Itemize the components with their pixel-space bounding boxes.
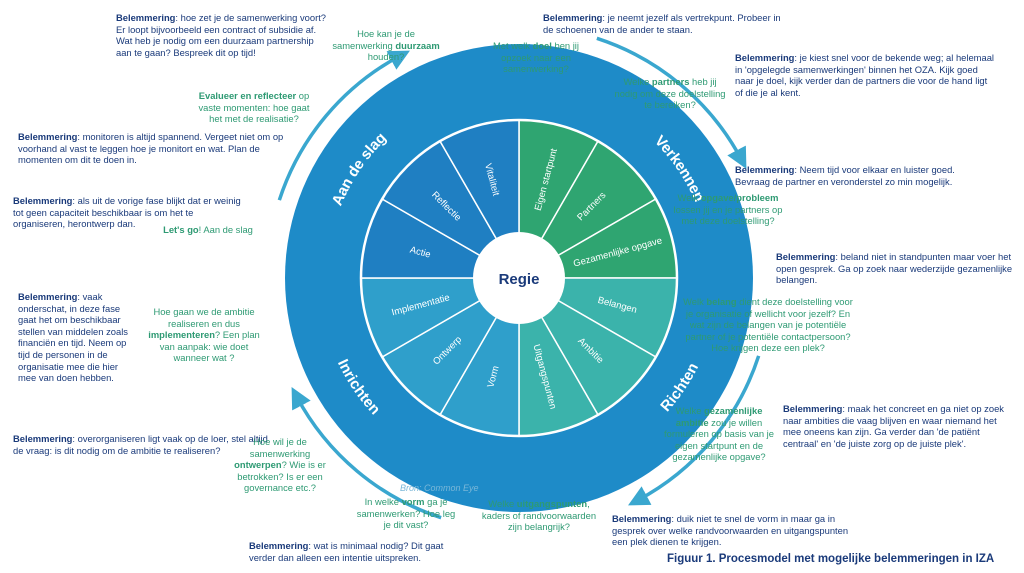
segment-label-actie: Actie — [409, 245, 432, 261]
obstacle-note-6: Belemmering: als uit de vorige fase blij… — [13, 195, 241, 230]
cycle-arrow-1 — [596, 36, 747, 169]
cycle-arrows — [277, 36, 761, 520]
obstacle-note-9: Belemmering: maak het concreet en ga nie… — [783, 403, 1004, 449]
obstacle-note-12: Belemmering: wat is minimaal nodig? Dit … — [249, 540, 444, 563]
question-lets-go: Let's go! Aan de slag — [163, 224, 253, 235]
question-uitgangspunten: Welke uitgangspunten, kaders of randvoor… — [481, 498, 597, 533]
question-partners: Welke partners heb jij nodig om deze doe… — [614, 76, 726, 111]
source-label: Bron: Common Eye — [400, 483, 479, 493]
obstacle-note-5: Belemmering: Neem tijd voor elkaar en lu… — [735, 164, 955, 187]
obstacle-note-10: Belemmering: overorganiseren ligt vaak o… — [13, 433, 268, 456]
figure-caption: Figuur 1. Procesmodel met mogelijke bele… — [667, 553, 995, 565]
question-doel: Met welk doel ben jij opzoek naar een sa… — [493, 40, 579, 75]
obstacle-note-1: Belemmering: hoe zet je de samenwerking … — [116, 12, 327, 58]
question-implementeren: Hoe gaan we de ambitie realiseren en dus… — [148, 306, 260, 364]
ring-inner-border — [359, 118, 679, 438]
obstacle-note-8: Belemmering: vaak onderschat, in deze fa… — [18, 291, 128, 384]
question-belang: Welk belang dient deze doelstelling voor… — [683, 296, 853, 354]
cycle-arrow-4 — [277, 50, 410, 201]
obstacle-note-4: Belemmering: monitoren is altijd spannen… — [18, 131, 284, 166]
obstacle-note-2: Belemmering: je neemt jezelf als vertrek… — [543, 12, 781, 35]
question-evalueer: Evalueer en reflecteer op vaste momenten… — [198, 90, 310, 125]
cycle-arrow-2 — [628, 355, 761, 506]
question-ontwerpen: Hoe wil je de samenwerking ontwerpen? Wi… — [234, 436, 326, 494]
obstacle-note-11: Belemmering: duik niet te snel de vorm i… — [612, 513, 849, 548]
question-duurzaam: Hoe kan je de samenwerking duurzaam houd… — [332, 28, 440, 63]
question-ambitie: Welke gezamenlijke ambitie zou je willen… — [664, 405, 774, 463]
obstacle-note-3: Belemmering: je kiest snel voor de beken… — [735, 52, 995, 98]
center-label: Regie — [499, 271, 540, 288]
question-opgave: Welk opgave/probleem lossen jij en je pa… — [673, 192, 783, 227]
center-circle — [473, 232, 565, 324]
question-vorm: In welke vorm ga je samenwerken? Hoe leg… — [356, 496, 456, 531]
cycle-arrow-3 — [291, 387, 442, 520]
obstacle-note-7: Belemmering: beland niet in standpunten … — [776, 251, 1013, 286]
